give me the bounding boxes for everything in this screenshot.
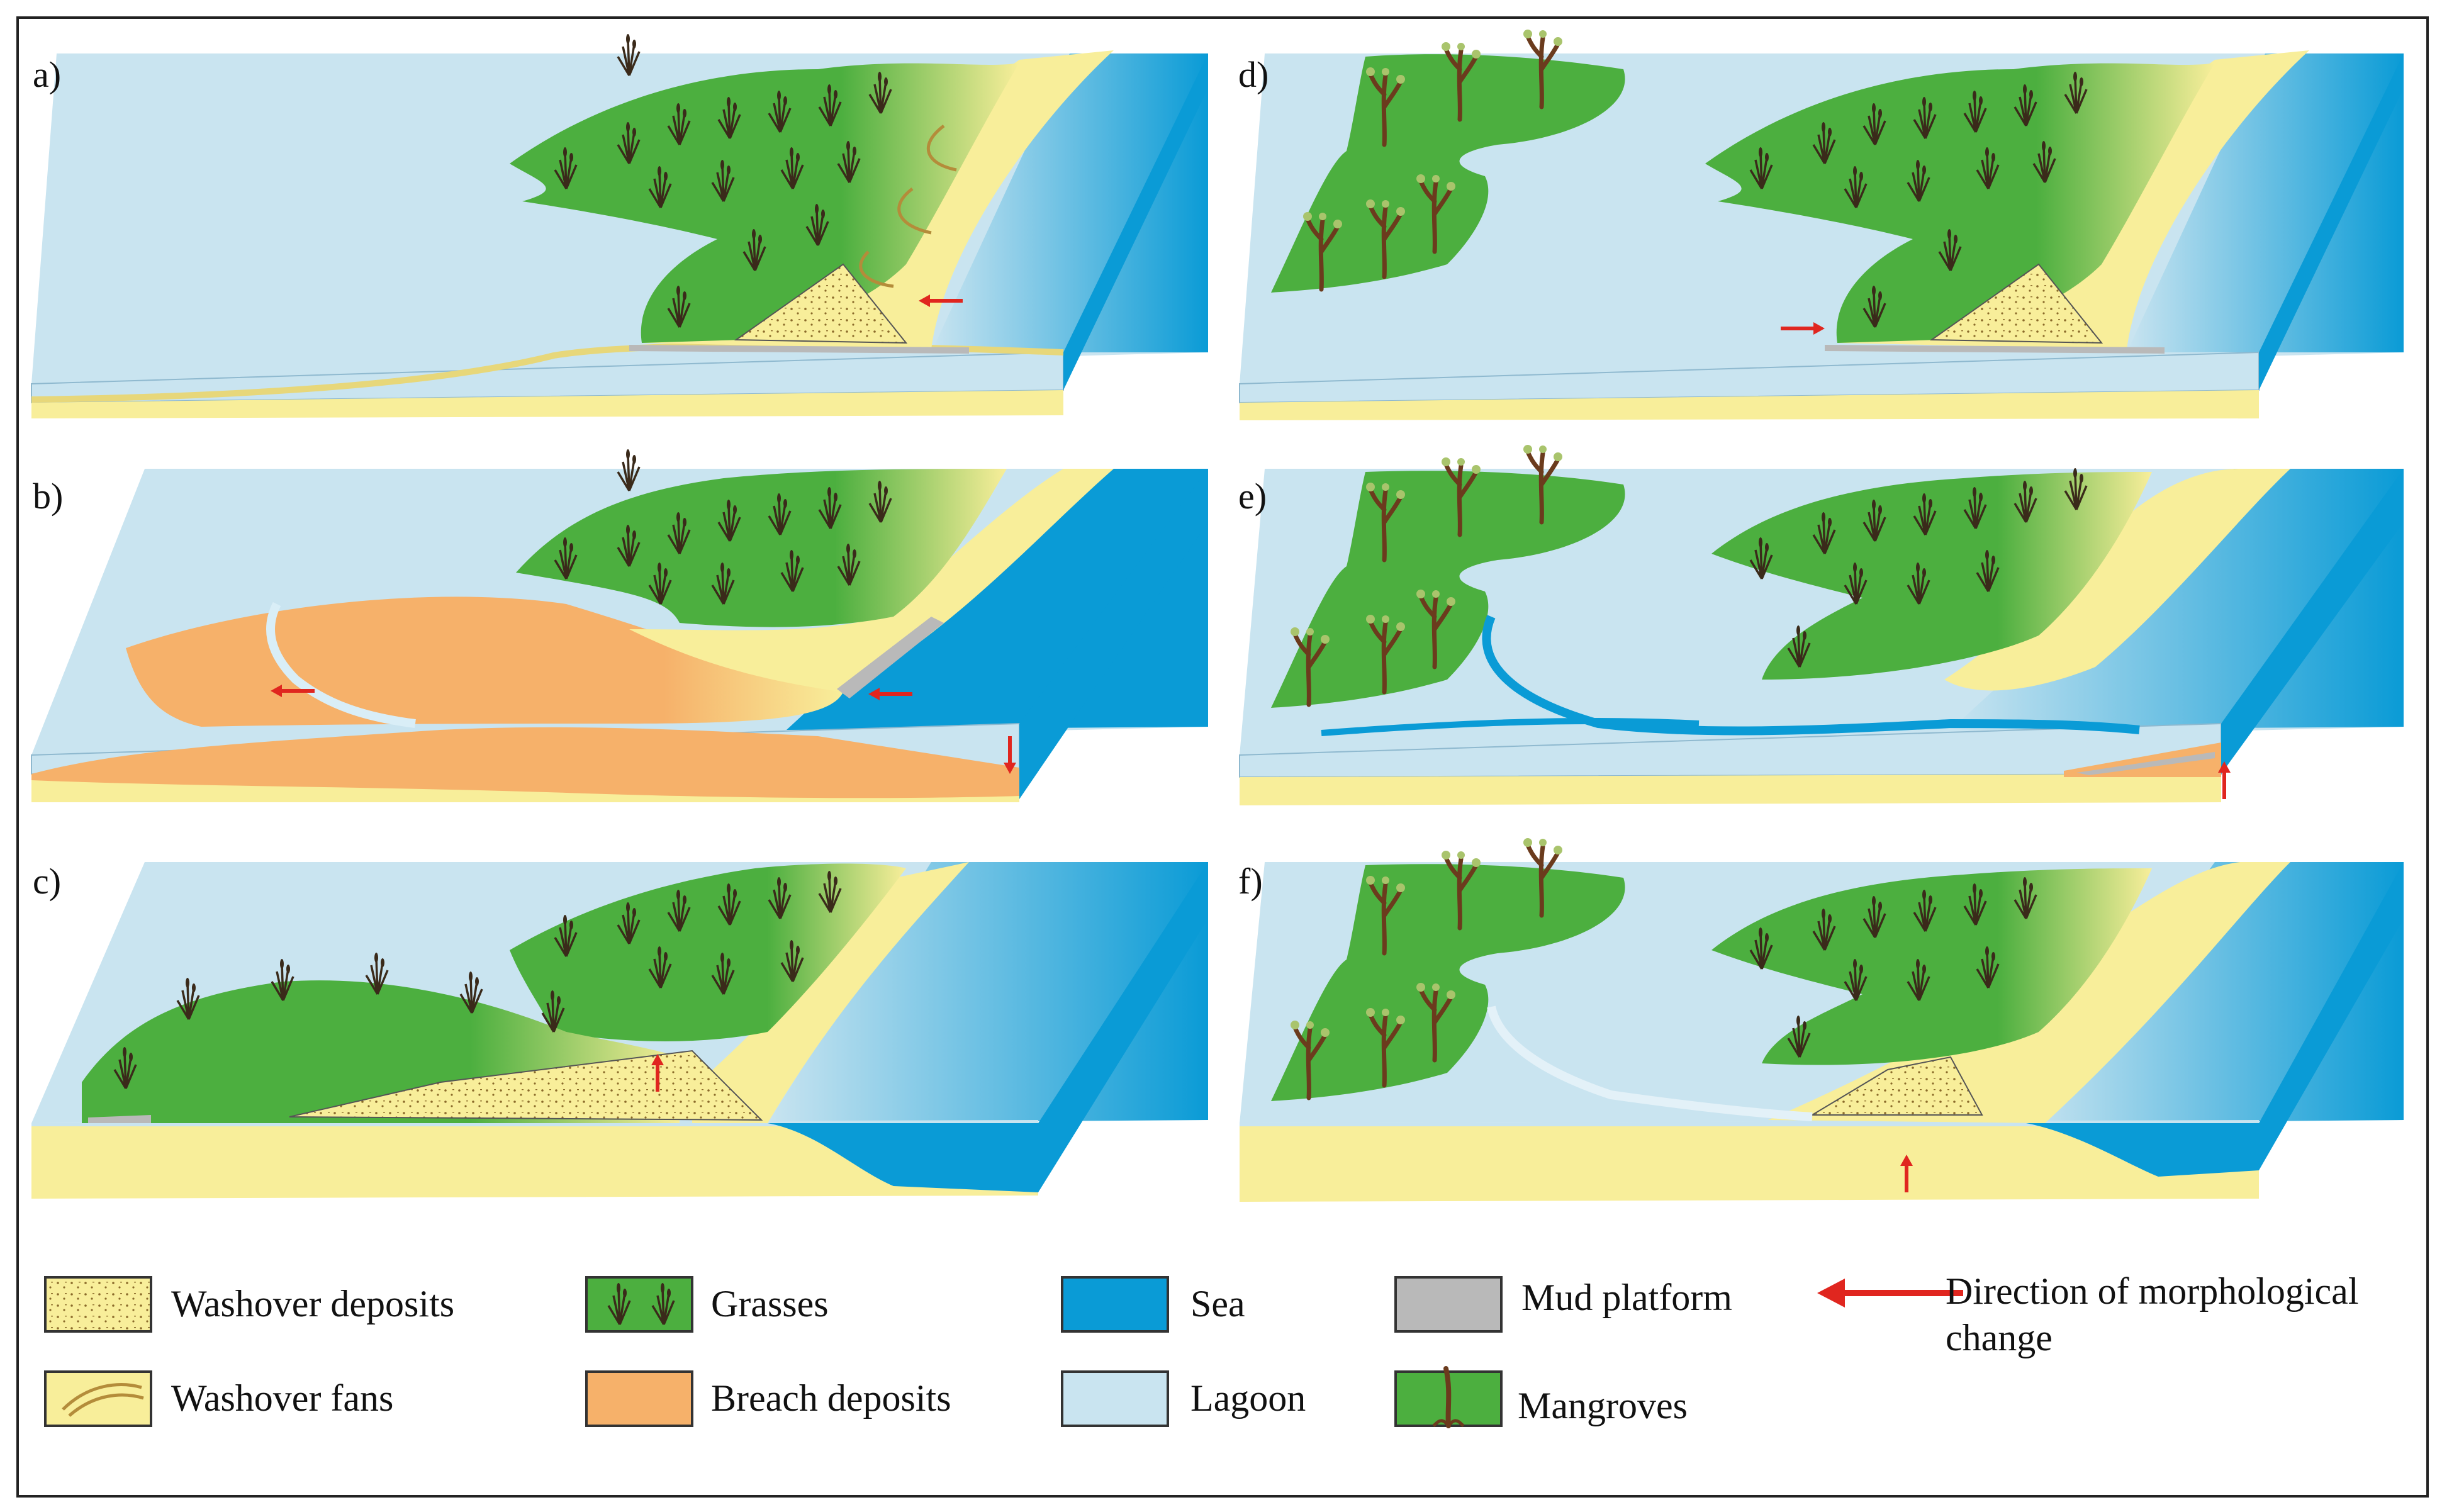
block-front-sand [1240,1126,2259,1202]
block-front-sand [31,390,1063,418]
relict-channel [1487,1005,1813,1121]
washover-fan-icon [62,1383,144,1417]
barrier-sand [629,469,1114,692]
sea-surface [2127,53,2404,352]
panel-label-d: d) [1238,54,1269,95]
panel-c: c) [31,861,1208,1199]
mangrove-island [1271,54,1625,293]
block-front-sand [1240,774,2221,805]
legend-swatch-washover-deposits [44,1276,152,1333]
figure-frame [16,16,2429,1498]
mud-platform [837,617,944,698]
panel-f: f) [1238,838,2404,1202]
tidal-channel [1321,717,1700,736]
panel-label-e: e) [1238,476,1267,517]
block-front-sand [1240,390,2259,420]
block-side-sea [1038,862,1208,1192]
legend-swatch-breach-deposits [585,1370,693,1427]
legend-label-direction-cont: change [1946,1317,2053,1358]
legend-label-sea: Sea [1190,1283,1245,1324]
legend-label-washover-fans: Washover fans [171,1377,393,1419]
washover-deposit [1929,263,2103,344]
block-side-sea [2259,862,2404,1170]
mud-platform [1825,345,2165,354]
grass-marsh [1711,472,2152,680]
legend-label-mud-platform: Mud platform [1521,1277,1732,1318]
washover-deposit [734,263,908,344]
washover-fan-lines [859,125,957,288]
block-side-sea [1063,53,1208,390]
barrier-sand [692,862,969,1123]
legend-swatch-grasses [585,1276,693,1333]
legend-label-washover-deposits: Washover deposits [171,1283,454,1324]
sea-front [2026,1123,2259,1177]
tidal-channel [266,602,416,728]
block-side-sea [1019,469,1208,799]
washover-deposit [1810,1056,1983,1116]
breach-deposit [126,596,843,727]
red-arrow-icon [1817,1279,1963,1308]
legend-label-grasses: Grasses [711,1283,829,1324]
mud-platform [629,345,969,354]
panel-d: d) [1238,30,2404,420]
legend-swatch-sea [1061,1276,1169,1333]
breach-front [2064,742,2221,777]
legend-label-lagoon: Lagoon [1190,1377,1306,1419]
legend-label-mangroves: Mangroves [1518,1385,1688,1426]
grass-marsh [510,63,1019,343]
block-side-sea [2221,469,2404,774]
block-front-sand [31,1126,1038,1199]
legend-label-breach-deposits: Breach deposits [711,1377,951,1419]
panel-e: e) [1238,445,2404,805]
grass-marsh [1705,63,2215,343]
mangrove-tree-icon [1432,1366,1465,1428]
washover-deposit [289,1050,763,1121]
legend-label-direction: Direction of morphological [1946,1270,2358,1312]
panel-label-f: f) [1238,861,1263,902]
sea-front [768,1123,1038,1192]
mangrove-island [1271,864,1625,1101]
block-side-sea [2259,53,2404,390]
grass-marsh [510,863,906,1041]
legend-swatch-lagoon [1061,1370,1169,1427]
mangrove-island [1271,471,1625,708]
grass-marsh [1711,868,2152,1065]
panel-label-c: c) [33,861,61,902]
mud-platform [88,1115,151,1123]
mud-platform [2076,752,2215,775]
legend-swatch-mud-platform [1394,1276,1503,1333]
sea-surface [931,53,1208,352]
panel-label-a: a) [33,54,61,95]
panel-a: a) [31,33,1208,418]
panel-b: b) [31,448,1208,802]
legend: Washover deposits Washover fans Grasses … [44,1270,2358,1428]
panel-label-b: b) [33,476,63,517]
tidal-channel [1482,615,2140,736]
breach-front [31,727,1019,798]
